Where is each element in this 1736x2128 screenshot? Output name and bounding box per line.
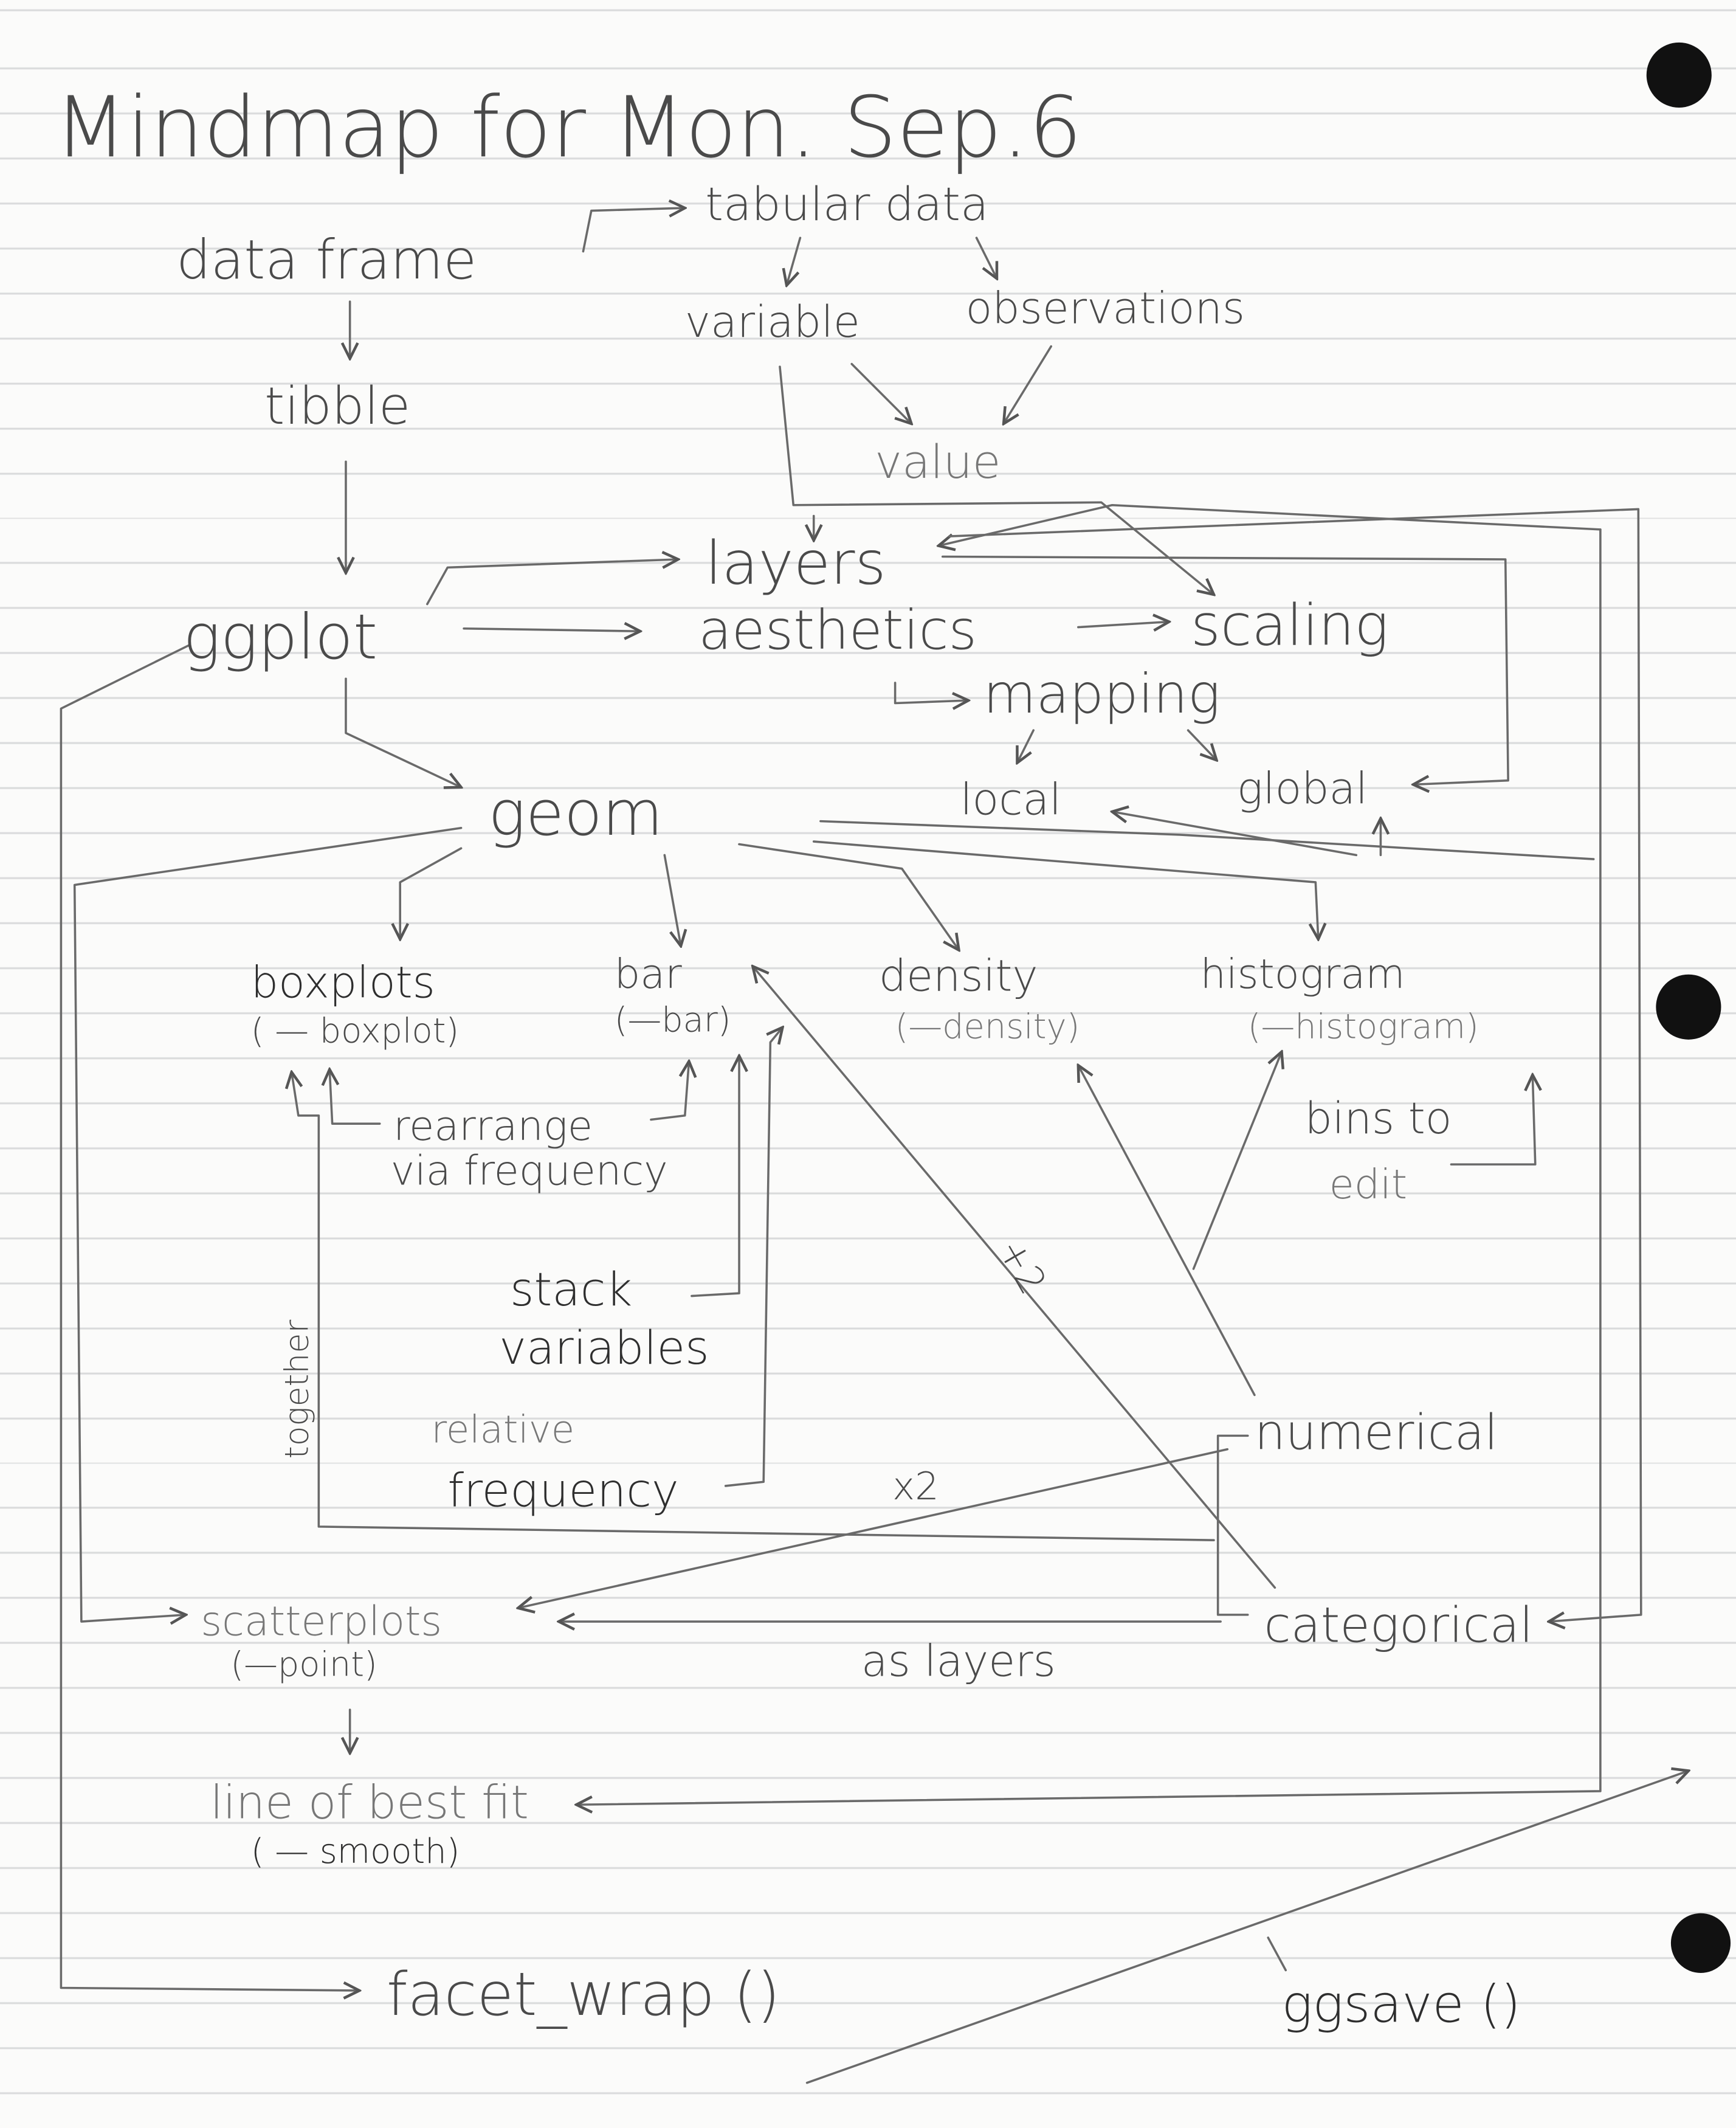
node-boxplots-fn: ( — boxplot)	[251, 1011, 459, 1051]
node-line-of-best-fit: line of best fit	[210, 1776, 529, 1829]
edge-aesthetics-mapping	[894, 682, 968, 703]
note-variables: variables	[499, 1321, 709, 1375]
node-scatterplots-fn: (—point)	[230, 1645, 377, 1684]
edge-rearrange-bar	[650, 1062, 689, 1121]
edge-layers-global	[941, 555, 1509, 785]
edge-layers-linebestfit	[576, 528, 1602, 1805]
node-variable: variable	[685, 297, 860, 347]
edge-loop-layers	[939, 503, 1602, 546]
node-scatterplots: scatterplots	[201, 1597, 442, 1645]
binder-hole	[1646, 42, 1712, 108]
edge-geom-boxplots	[400, 847, 463, 939]
node-mapping: mapping	[983, 663, 1221, 726]
node-observations: observations	[966, 283, 1245, 334]
edge-mapping-global	[1187, 729, 1217, 760]
edge-together-boxplots	[292, 1072, 1215, 1541]
edge-observations-value	[1004, 345, 1053, 424]
node-local: local	[960, 774, 1061, 824]
node-geom: geom	[488, 778, 663, 850]
node-ggsave: ggsave ()	[1282, 1974, 1521, 2034]
edges	[60, 208, 1689, 2084]
note-relative: relative	[432, 1408, 575, 1452]
note-x2: x2	[892, 1464, 939, 1508]
edge-rearrange-boxplots	[329, 1069, 381, 1125]
edge-ggplot-facetwrap	[60, 643, 359, 1991]
note-via-frequency: via frequency	[391, 1147, 668, 1195]
node-scaling: scaling	[1191, 593, 1388, 659]
note-stack: stack	[510, 1263, 632, 1316]
edge-aesthetics-scaling	[1077, 622, 1169, 627]
node-data-frame: data frame	[176, 229, 477, 292]
node-categorical: categorical	[1264, 1597, 1534, 1654]
node-aesthetics: aesthetics	[698, 599, 977, 662]
node-boxplots: boxplots	[251, 958, 435, 1008]
edge-categorical-bar	[753, 966, 1276, 1589]
page-title: Mindmap for Mon. Sep.6	[54, 78, 1082, 176]
node-histogram: histogram	[1200, 950, 1405, 998]
edge-variable-value	[850, 362, 911, 424]
note-rearrange: rearrange	[393, 1102, 593, 1150]
edge-mapping-local	[1017, 729, 1035, 763]
edge-geom-bar	[663, 854, 681, 945]
node-histogram-fn: (—histogram)	[1248, 1007, 1479, 1047]
node-tabular-data: tabular data	[705, 178, 988, 231]
edge-to-local	[1112, 812, 1358, 857]
note-bins-to: bins to	[1304, 1093, 1452, 1144]
node-bar-fn: (—bar)	[615, 1000, 731, 1040]
node-ggplot: ggplot	[183, 601, 377, 674]
node-facet-wrap: facet_wrap ()	[387, 1960, 780, 2030]
node-density-fn: (—density)	[895, 1007, 1080, 1047]
edge-geom-histogram	[812, 840, 1318, 939]
edge-numerical-histogram	[1192, 1052, 1282, 1270]
edge-geom-right	[819, 820, 1595, 860]
bracket-numerical-categorical	[1216, 1434, 1249, 1616]
edge-geom-density	[738, 843, 959, 950]
binder-hole	[1656, 974, 1721, 1040]
edge-ggplot-layers	[426, 559, 678, 606]
edge-layers-categorical	[948, 508, 1642, 1622]
note-edit: edit	[1329, 1161, 1408, 1208]
edge-ggplot-aesthetics	[463, 629, 640, 631]
edge-tabular-variable	[787, 237, 802, 285]
node-tibble: tibble	[264, 376, 410, 436]
edge-ggsave	[805, 1770, 1689, 2084]
note-plus2: +2	[989, 1231, 1055, 1301]
node-bar: bar	[615, 950, 682, 998]
note-as-layers: as layers	[861, 1636, 1056, 1686]
edge-stack-bar	[691, 1056, 739, 1297]
edge-relative-bar	[724, 1028, 783, 1487]
edge-geom-scatterplots	[73, 826, 463, 1622]
note-together: together	[277, 1320, 315, 1459]
edge-ggplot-geom	[345, 677, 461, 787]
binder-hole	[1670, 1913, 1731, 1973]
edge-numerical-scatterplots	[518, 1448, 1229, 1608]
edge-tabular-observations	[975, 237, 997, 278]
edge-ggsave-tick	[1267, 1936, 1287, 1972]
note-frequency: frequency	[447, 1463, 678, 1517]
node-line-of-best-fit-fn: ( — smooth)	[251, 1832, 460, 1871]
node-value: value	[875, 435, 1001, 489]
edge-numerical-density	[1078, 1065, 1256, 1397]
node-global: global	[1237, 764, 1368, 814]
edge-variable-scaling	[779, 365, 1214, 595]
node-layers: layers	[705, 529, 886, 598]
node-numerical: numerical	[1255, 1404, 1498, 1461]
edge-dataframe-tabular	[582, 208, 684, 253]
node-density: density	[879, 951, 1038, 1001]
edge-bins-histogram	[1450, 1075, 1535, 1166]
